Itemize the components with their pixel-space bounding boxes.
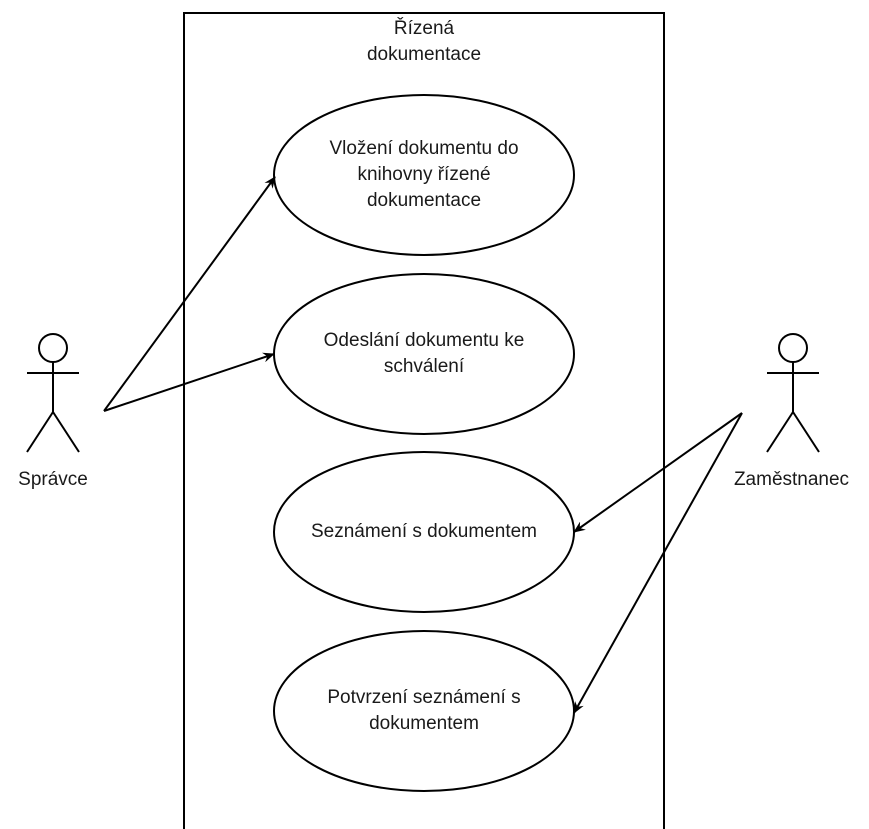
- actor-employee-label: Zaměstnanec: [733, 469, 850, 490]
- actor-employee-figure[interactable]: [766, 333, 820, 453]
- association-employee-confirm[interactable]: [573, 412, 743, 714]
- use-case-insert-ellipse[interactable]: [273, 94, 575, 256]
- use-case-insert-label: Vložení dokumentu do knihovny řízené dok…: [329, 138, 519, 211]
- system-title: Řízená dokumentace: [366, 18, 482, 65]
- use-case-send-label: Odeslání dokumentu ke schválení: [323, 330, 525, 377]
- association-admin-insert[interactable]: [103, 176, 276, 412]
- use-case-read-label: Seznámení s dokumentem: [310, 521, 537, 542]
- system-boundary: [183, 12, 665, 829]
- actor-admin-leg-right: [52, 411, 80, 453]
- actor-employee-leg-right: [792, 411, 820, 453]
- association-employee-read[interactable]: [573, 412, 743, 533]
- actor-admin-label: Správce: [18, 469, 88, 490]
- actor-admin-figure[interactable]: [26, 333, 80, 453]
- actor-admin-head: [38, 333, 68, 363]
- actor-employee-leg-left: [766, 411, 794, 453]
- association-admin-send[interactable]: [103, 352, 275, 412]
- actor-employee-head: [778, 333, 808, 363]
- actor-admin-leg-left: [26, 411, 54, 453]
- use-case-confirm-label: Potvrzení seznámení s dokumentem: [327, 687, 521, 734]
